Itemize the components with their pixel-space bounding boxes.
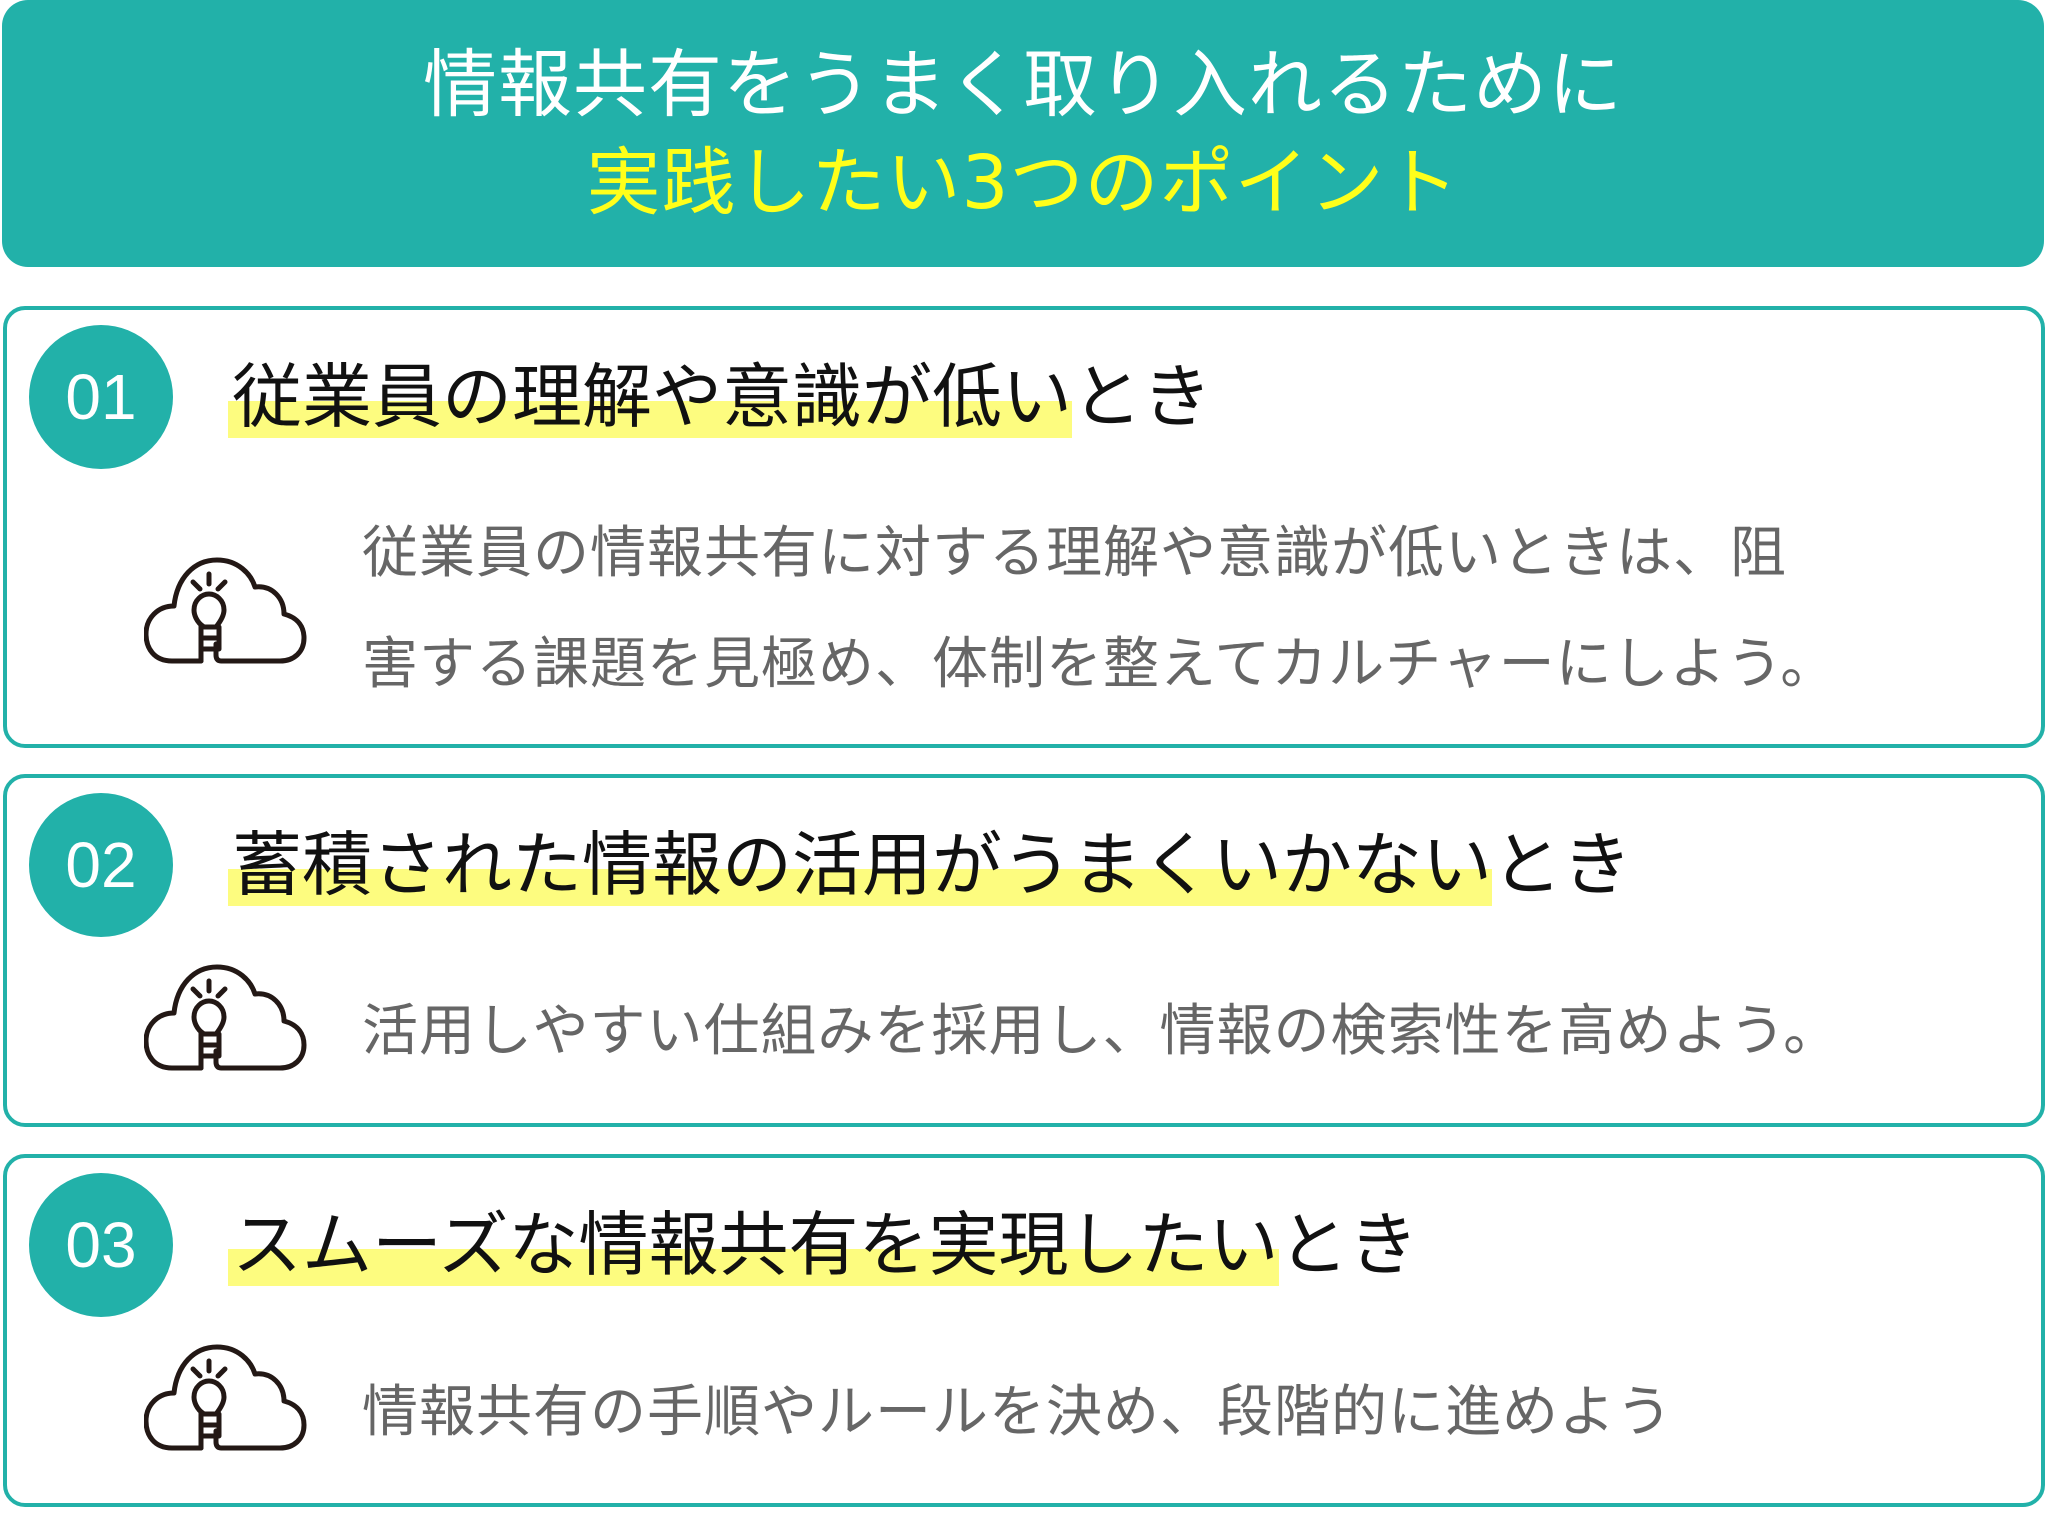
- point-title: 従業員の理解や意識が低いとき: [228, 352, 1212, 442]
- point-number-badge: 02: [29, 793, 173, 937]
- body-line: 害する課題を見極め、体制を整えてカルチャーにしよう。: [362, 632, 1838, 697]
- point-number-badge: 01: [29, 325, 173, 469]
- title-highlight: 蓄積された情報の活用がうまくいかない: [228, 824, 1492, 906]
- cloud-lightbulb-icon: [144, 963, 310, 1075]
- title-rest: とき: [1492, 824, 1632, 906]
- header-title-line1: 情報共有をうまく取り入れるために: [423, 41, 1623, 128]
- title-highlight: スムーズな情報共有を実現したい: [228, 1204, 1279, 1286]
- point-body: 従業員の情報共有に対する理解や意識が低いときは、阻 害する課題を見極め、体制を整…: [362, 498, 1837, 720]
- cloud-lightbulb-icon: [144, 1343, 310, 1455]
- point-title: スムーズな情報共有を実現したいとき: [228, 1200, 1419, 1290]
- title-rest: とき: [1278, 1204, 1419, 1286]
- point-number-badge: 03: [29, 1173, 173, 1317]
- point-title: 蓄積された情報の活用がうまくいかないとき: [228, 820, 1632, 910]
- point-body: 情報共有の手順やルールを決め、段階的に進めよう: [362, 1357, 1673, 1468]
- body-line: 従業員の情報共有に対する理解や意識が低いときは、阻: [362, 521, 1787, 586]
- header-banner: 情報共有をうまく取り入れるために 実践したい3つのポイント: [2, 0, 2044, 267]
- point-body: 活用しやすい仕組みを採用し、情報の検索性を高めよう。: [362, 976, 1840, 1087]
- header-title-line2: 実践したい3つのポイント: [586, 139, 1460, 226]
- body-line: 情報共有の手順やルールを決め、段階的に進めよう: [362, 1380, 1673, 1445]
- title-highlight: 従業員の理解や意識が低い: [228, 356, 1072, 438]
- title-rest: とき: [1072, 356, 1212, 438]
- cloud-lightbulb-icon: [144, 556, 310, 668]
- body-line: 活用しやすい仕組みを採用し、情報の検索性を高めよう。: [362, 999, 1841, 1064]
